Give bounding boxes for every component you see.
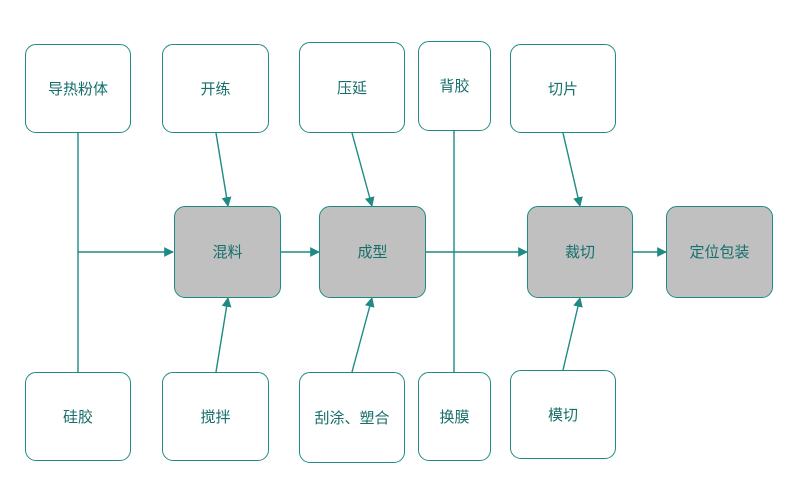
node-powder: 导热粉体 (25, 44, 131, 133)
node-backing: 背胶 (418, 41, 491, 131)
node-packaging: 定位包装 (666, 206, 773, 298)
node-silicone-label: 硅胶 (62, 407, 93, 426)
node-stirring: 搅拌 (162, 372, 269, 461)
node-coating-label: 刮涂、塑合 (314, 408, 390, 427)
node-calender: 压延 (299, 42, 405, 133)
node-stirring-label: 搅拌 (200, 407, 231, 426)
node-die-cut: 模切 (510, 370, 616, 459)
node-open-mill-label: 开练 (200, 79, 231, 98)
node-silicone: 硅胶 (25, 372, 131, 461)
node-film-change-label: 换膜 (439, 407, 470, 426)
node-cutting-label: 裁切 (564, 243, 595, 261)
arrow-calender-to-forming (351, 132, 375, 207)
node-slicing-label: 切片 (547, 79, 578, 98)
arrow-coating-to-forming (351, 297, 375, 373)
arrow-open-mill-to-mixing (215, 132, 232, 207)
node-film-change: 换膜 (418, 372, 491, 461)
node-forming: 成型 (319, 206, 426, 298)
arrow-slicing-to-cutting (562, 132, 583, 207)
node-coating: 刮涂、塑合 (299, 372, 405, 463)
node-die-cut-label: 模切 (547, 405, 578, 424)
node-cutting: 裁切 (527, 206, 633, 298)
node-open-mill: 开练 (162, 44, 269, 133)
node-forming-label: 成型 (357, 243, 388, 261)
node-mixing: 混料 (174, 206, 281, 298)
node-powder-label: 导热粉体 (47, 79, 108, 98)
node-packaging-label: 定位包装 (689, 243, 750, 261)
arrow-stirring-to-mixing (215, 297, 232, 373)
arrow-die-cut-to-cutting (562, 297, 583, 371)
node-slicing: 切片 (510, 44, 616, 133)
node-backing-label: 背胶 (439, 77, 470, 95)
node-calender-label: 压延 (336, 78, 367, 97)
node-mixing-label: 混料 (212, 243, 243, 261)
